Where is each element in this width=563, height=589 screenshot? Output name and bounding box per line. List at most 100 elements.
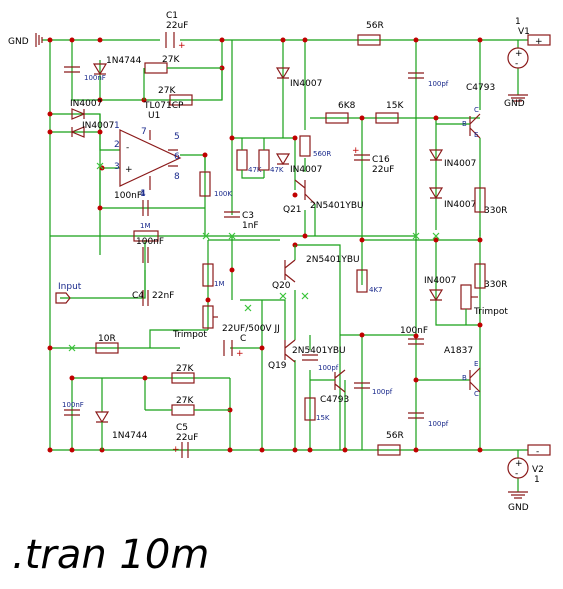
resistor-27k-b[interactable]: 27K bbox=[158, 86, 193, 106]
resistor-1m-a[interactable]: 1M bbox=[133, 222, 159, 242]
resistor-330r-b[interactable]: 330R bbox=[474, 263, 507, 290]
q-c4793-top-label: C4793 bbox=[466, 83, 495, 93]
opamp-pin-5: 5 bbox=[174, 132, 180, 142]
transistor-q21[interactable]: 2N5401YBU Q21 bbox=[283, 179, 364, 236]
svg-text:-: - bbox=[515, 59, 518, 69]
resistor-15k-top[interactable]: 15K bbox=[375, 101, 404, 124]
r-47k-b-label: 47K bbox=[270, 166, 284, 174]
resistor-4k7[interactable]: 4K7 bbox=[356, 269, 383, 294]
capacitor-c1[interactable]: + C1 22uF bbox=[160, 11, 188, 51]
resistor-56r-bottom[interactable]: 56R bbox=[377, 431, 404, 456]
capacitor-22uf-500v[interactable]: + 22UF/500V JJ C bbox=[222, 324, 280, 359]
svg-text:B: B bbox=[462, 374, 467, 382]
diode-in4007-g[interactable]: IN4007 bbox=[424, 276, 456, 302]
c-100nf-b-label: 100nF bbox=[136, 237, 164, 247]
r-56r-top-label: 56R bbox=[366, 21, 384, 31]
capacitor-100nf-b[interactable]: 100nF bbox=[136, 237, 164, 263]
svg-text:+: + bbox=[178, 41, 186, 51]
c-100pf-a-label: 100pf bbox=[318, 364, 339, 372]
v1-name: V1 bbox=[518, 27, 530, 37]
zener-1n4744-top[interactable]: 1N4744 bbox=[92, 56, 142, 76]
c5-name: C5 bbox=[176, 423, 188, 433]
c1-name: C1 bbox=[166, 11, 178, 21]
c3-value: 1nF bbox=[242, 221, 259, 231]
v1-plus-terminal: + bbox=[535, 37, 543, 47]
svg-text:+: + bbox=[172, 445, 180, 455]
transistor-c4793-bottom[interactable]: C4793 bbox=[310, 369, 349, 405]
c4-name: C4 bbox=[132, 291, 144, 301]
opamp-pin-7: 7 bbox=[141, 127, 147, 137]
capacitor-100pf-c[interactable]: 100pf bbox=[408, 412, 449, 428]
v1-pin: 1 bbox=[515, 17, 521, 27]
q21-name: Q21 bbox=[283, 205, 302, 215]
d-1n4744-bot-label: 1N4744 bbox=[112, 431, 148, 441]
resistor-10r[interactable]: 10R bbox=[95, 334, 119, 354]
gnd-v2-label: GND bbox=[508, 503, 529, 513]
capacitor-100pf-top[interactable]: 100pf bbox=[408, 72, 449, 88]
resistor-1m-b[interactable]: 1M bbox=[202, 263, 225, 288]
transistor-q20[interactable]: 2N5401YBU Q20 bbox=[272, 245, 360, 291]
q20-part: 2N5401YBU bbox=[306, 255, 360, 265]
v2-value: 1 bbox=[534, 475, 540, 485]
opamp-pin-6: 6 bbox=[174, 152, 180, 162]
capacitor-100nf-bottom[interactable]: 100nF bbox=[62, 401, 84, 416]
diode-in4007-c[interactable]: IN4007 bbox=[275, 67, 322, 89]
trimpot-a[interactable]: Trimpot bbox=[172, 305, 218, 340]
resistor-15k-bottom[interactable]: 15K bbox=[304, 397, 330, 422]
opamp-ref: U1 bbox=[148, 111, 160, 121]
capacitor-c16[interactable]: + C16 22uF bbox=[352, 146, 394, 175]
capacitor-100pf-b[interactable]: 100pf bbox=[354, 382, 393, 396]
capacitor-100nf-right[interactable]: 100nF bbox=[400, 326, 428, 345]
resistor-100k[interactable]: 100K bbox=[199, 171, 232, 198]
c-100pf-top-label: 100pf bbox=[428, 80, 449, 88]
c-100pf-c-label: 100pf bbox=[428, 420, 449, 428]
diode-in4007-b[interactable]: IN4007 bbox=[70, 121, 114, 138]
trimpot-b[interactable]: Trimpot bbox=[460, 284, 508, 325]
zener-1n4744-bottom[interactable]: 1N4744 bbox=[94, 411, 148, 450]
diode-in4007-d[interactable]: IN4007 bbox=[275, 153, 322, 175]
capacitor-c4[interactable]: C4 22nF bbox=[132, 290, 174, 306]
sim-directive: .tran 10m bbox=[12, 532, 209, 578]
c-100pf-b-label: 100pf bbox=[372, 388, 393, 396]
resistor-27k-d[interactable]: 27K bbox=[145, 396, 230, 416]
c16-value: 22uF bbox=[372, 165, 394, 175]
transistor-a1837[interactable]: A1837 E B C bbox=[444, 346, 481, 398]
svg-text:-: - bbox=[126, 143, 129, 153]
resistor-56r-top[interactable]: 56R bbox=[357, 21, 384, 46]
c16-name: C16 bbox=[372, 155, 390, 165]
resistor-27k-a[interactable]: 27K bbox=[143, 55, 222, 100]
capacitor-100nf-top[interactable]: 100nF bbox=[64, 66, 106, 82]
d-in4007-f-label: IN4007 bbox=[444, 200, 476, 210]
diode-in4007-a[interactable]: IN4007 bbox=[70, 99, 102, 120]
resistor-560r[interactable]: 560R bbox=[299, 135, 331, 158]
r-6k8-label: 6K8 bbox=[338, 101, 356, 111]
capacitor-100pf-a[interactable]: 100pf bbox=[302, 354, 339, 372]
resistor-6k8[interactable]: 6K8 bbox=[325, 101, 356, 124]
d-in4007-e-label: IN4007 bbox=[444, 159, 476, 169]
transistor-c4793-top[interactable]: C4793 C B E bbox=[436, 83, 495, 139]
transistor-q19[interactable]: 2N5401YBU Q19 bbox=[268, 339, 346, 371]
opamp-u1[interactable]: - + TL071CP U1 1 2 3 4 5 6 7 8 bbox=[114, 101, 184, 199]
resistor-47k-a[interactable]: 47K bbox=[236, 138, 264, 179]
svg-text:+: + bbox=[125, 165, 133, 175]
capacitor-c3[interactable]: C3 1nF bbox=[224, 211, 259, 231]
svg-text:+: + bbox=[515, 459, 523, 469]
d-in4007-a-label: IN4007 bbox=[70, 99, 102, 109]
c5-value: 22uF bbox=[176, 433, 198, 443]
capacitor-c5[interactable]: + C5 22uF bbox=[172, 423, 198, 458]
c-22uf-500v-value: 22UF/500V JJ bbox=[222, 324, 280, 334]
d-in4007-d-label: IN4007 bbox=[290, 165, 322, 175]
opamp-part: TL071CP bbox=[143, 101, 184, 111]
capacitor-100nf-mid[interactable]: 100nF 1 bbox=[114, 189, 149, 216]
r-56r-bot-label: 56R bbox=[386, 431, 404, 441]
resistor-47k-b[interactable]: 47K bbox=[258, 138, 284, 178]
diode-in4007-f[interactable]: IN4007 bbox=[428, 187, 476, 210]
voltage-source-v1[interactable]: + - 1 V1 + GND bbox=[504, 17, 551, 109]
resistor-330r-a[interactable]: 330R bbox=[474, 187, 507, 216]
voltage-source-v2[interactable]: - + - V2 1 GND bbox=[507, 444, 551, 513]
diode-in4007-e[interactable]: IN4007 bbox=[428, 149, 476, 169]
input-port[interactable]: Input bbox=[55, 282, 82, 304]
r-10r-label: 10R bbox=[98, 334, 116, 344]
resistor-27k-c[interactable]: 27K bbox=[171, 364, 195, 384]
c-100nf-right-label: 100nF bbox=[400, 326, 428, 336]
